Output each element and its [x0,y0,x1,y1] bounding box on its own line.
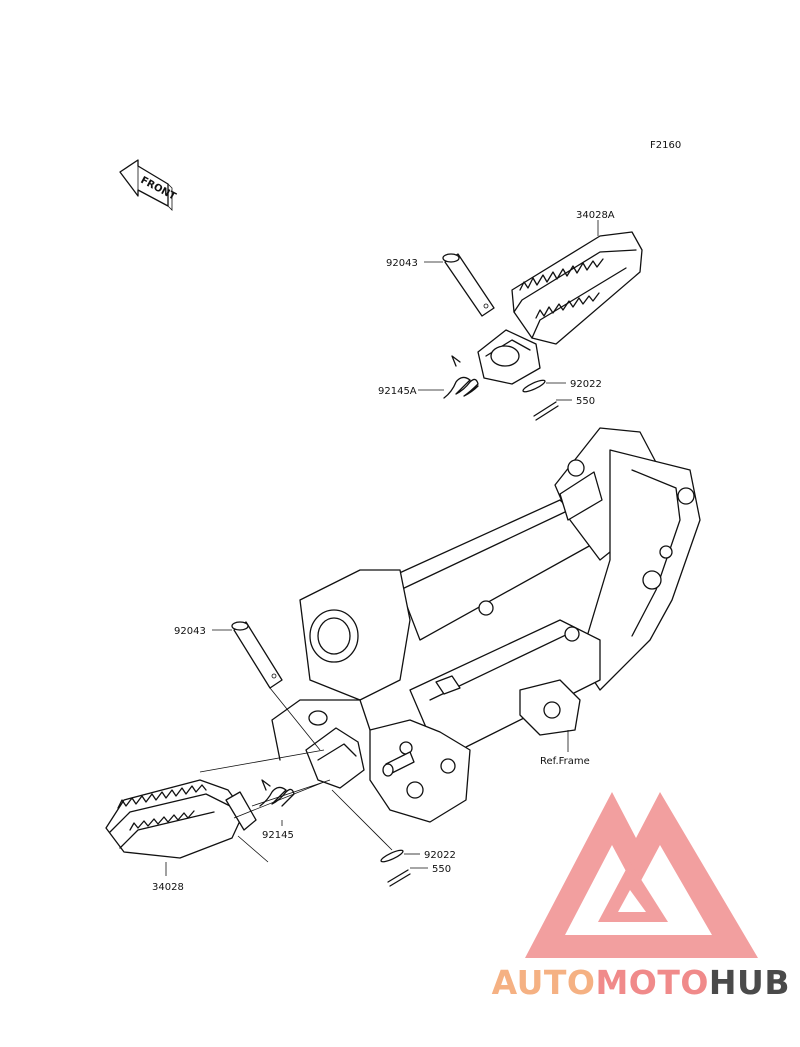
ref-frame-label: Ref.Frame [540,756,590,767]
watermark-auto: AUTO [492,963,596,1002]
upper-footpeg-assembly [442,231,643,421]
label-92022-top: 92022 [570,379,602,390]
watermark-moto: MOTO [595,963,708,1002]
label-550-bottom: 550 [432,864,451,875]
label-92145: 92145 [262,830,294,841]
label-92043-bottom: 92043 [174,626,206,637]
label-34028a: 34028A [576,210,615,221]
lower-footpeg-assembly [105,621,411,887]
label-550-top: 550 [576,396,595,407]
label-34028: 34028 [152,882,184,893]
watermark-text: AUTOMOTOHUB [492,963,790,1002]
watermark-logo-mark [525,792,758,958]
front-arrow-icon: FRONT [119,159,178,211]
diagram-code: F2160 [650,140,681,151]
label-92043-top: 92043 [386,258,418,269]
leader-lines [165,220,599,876]
label-92022-bottom: 92022 [424,850,456,861]
frame-structure [271,427,701,823]
label-92145a: 92145A [378,386,417,397]
watermark-hub: HUB [709,963,790,1002]
